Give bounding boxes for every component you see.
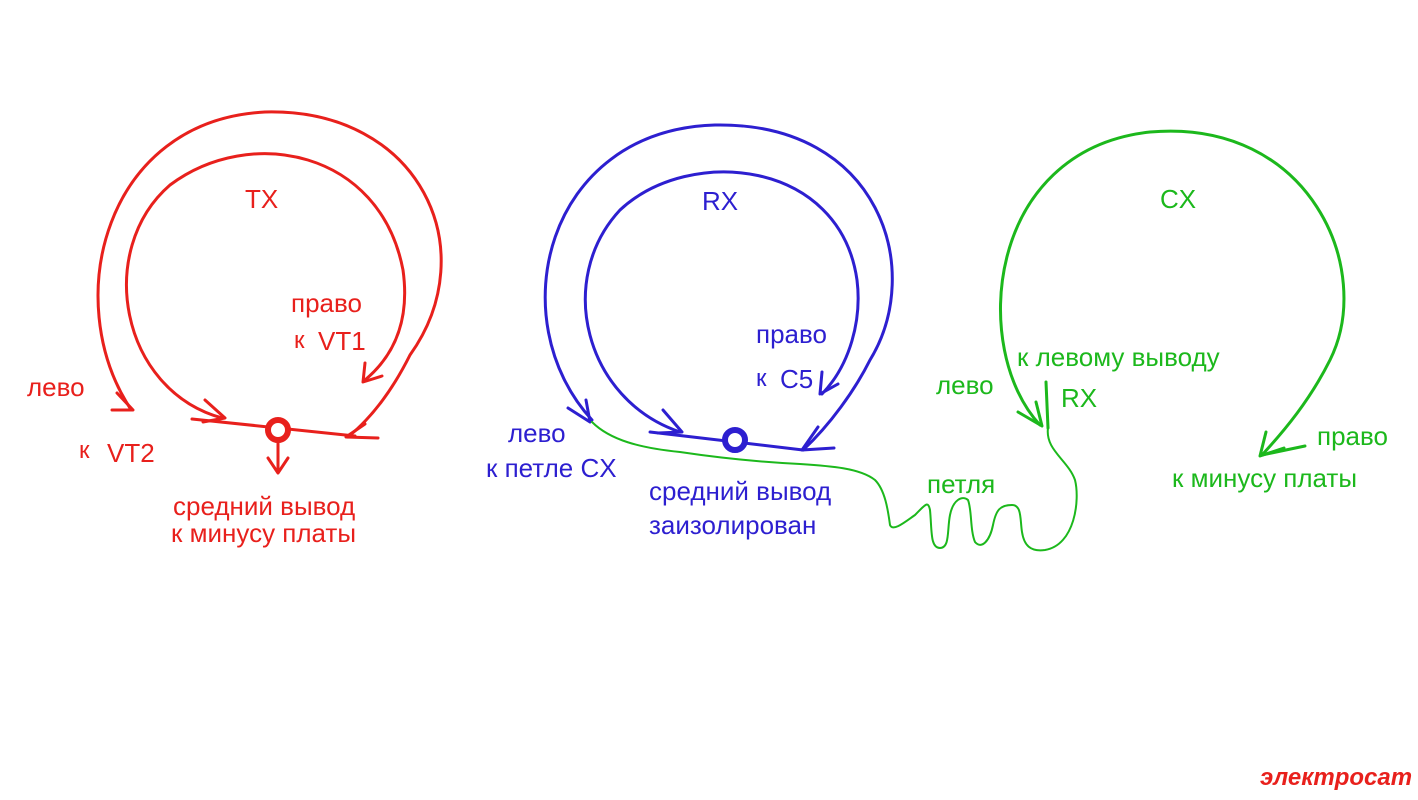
cx-title: CX (1160, 184, 1196, 214)
rx-right-label: право (756, 319, 827, 349)
cx-left-pointer (1044, 380, 1050, 430)
tx-left-label: лево (27, 372, 85, 402)
rx-coil (543, 123, 894, 452)
cx-right-label: право (1317, 421, 1388, 451)
rx-left-arrowhead (566, 398, 592, 424)
cx-turn (998, 129, 1346, 457)
tx-middle-line1: средний вывод (173, 491, 355, 521)
rx-middle-line2: заизолирован (649, 510, 816, 540)
rx-left-to: к петле CX (486, 453, 617, 483)
tx-coil (96, 110, 443, 475)
tx-inner-left-arrowhead (201, 398, 227, 424)
watermark-text: электросат (1260, 764, 1412, 791)
tx-right-to: VT1 (318, 326, 366, 356)
cx-left-to-line2: RX (1061, 383, 1097, 413)
rx-left-label: лево (508, 418, 566, 448)
cx-left-label: лево (936, 370, 994, 400)
rx-inner-left-arrowhead (656, 408, 684, 435)
rx-middle-tap-dot (722, 427, 748, 453)
cx-right-to: к минусу платы (1172, 463, 1357, 493)
cx-loop-label: петля (927, 469, 995, 499)
tx-outer-turn (96, 110, 443, 439)
cx-left-arrowhead (1016, 400, 1044, 428)
tx-inner-turn (125, 152, 407, 420)
tx-left-to: VT2 (107, 438, 155, 468)
cx-left-to-line1: к левому выводу (1017, 342, 1220, 372)
rx-right-to-prefix: к (756, 365, 767, 392)
cx-loop-wire (591, 421, 1078, 552)
cx-right-arrowhead (1258, 430, 1286, 458)
rx-title: RX (702, 186, 738, 216)
rx-right-arrowhead (818, 370, 840, 396)
tx-outer-right-arrowhead (344, 422, 380, 440)
tx-right-arrowhead (361, 361, 384, 384)
tx-middle-tap-dot (265, 417, 291, 443)
rx-middle-line1: средний вывод (649, 476, 831, 506)
rx-outer-turn (543, 123, 894, 452)
tx-left-arrowhead (110, 391, 135, 412)
tx-title: TX (245, 184, 278, 214)
tx-left-to-prefix: к (79, 437, 90, 464)
tx-right-label: право (291, 288, 362, 318)
tx-middle-line2: к минусу платы (171, 518, 356, 548)
rx-outer-right-arrowhead (800, 425, 836, 452)
cx-coil (998, 129, 1346, 458)
rx-inner-turn (584, 170, 860, 434)
rx-right-to: C5 (780, 364, 813, 394)
tx-middle-down-arrowhead (266, 456, 290, 475)
tx-right-to-prefix: к (294, 327, 305, 354)
